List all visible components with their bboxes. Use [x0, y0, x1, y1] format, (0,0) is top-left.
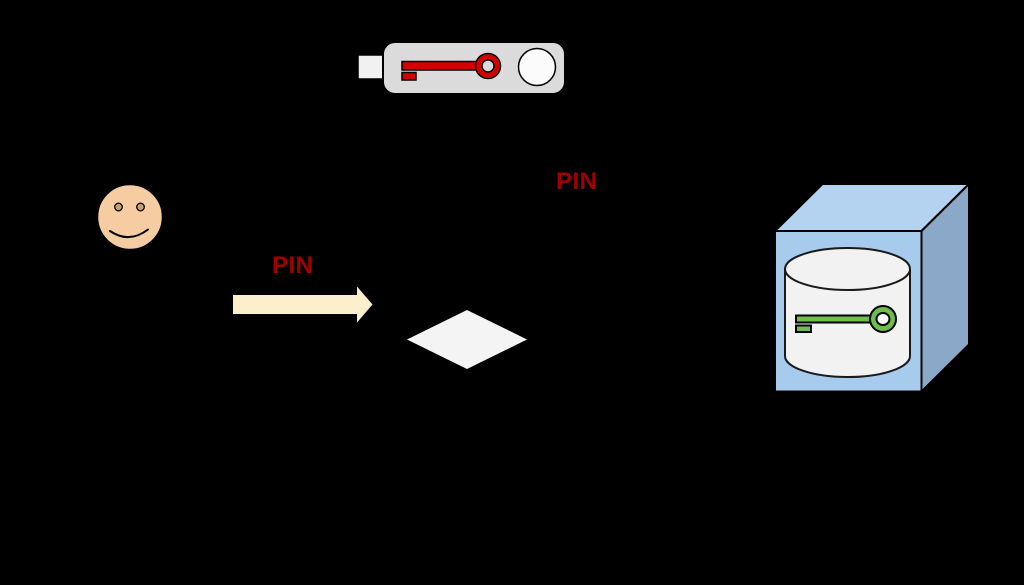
face-right-eye — [136, 202, 145, 212]
face-head — [96, 183, 164, 251]
green-key-shaft — [795, 314, 873, 324]
key-storage-box-icon — [774, 183, 970, 393]
db-cylinder-top — [784, 247, 911, 291]
green-key-ring-hole — [875, 312, 891, 326]
decision-diamond — [407, 310, 527, 369]
red-key-ring-hole — [481, 59, 495, 73]
pin-label-left: PIN — [272, 252, 314, 279]
face-left-eye — [114, 202, 123, 212]
face-smile — [109, 228, 149, 239]
usb-plug — [357, 54, 386, 80]
green-key-tooth — [795, 324, 812, 333]
red-key-tooth — [401, 71, 417, 81]
user-face-icon — [96, 183, 164, 251]
token-button — [517, 47, 557, 87]
pin-label-right: PIN — [556, 168, 598, 195]
red-key-shaft — [401, 60, 481, 71]
pin-arrow — [233, 286, 373, 323]
usb-token-icon — [357, 41, 566, 95]
